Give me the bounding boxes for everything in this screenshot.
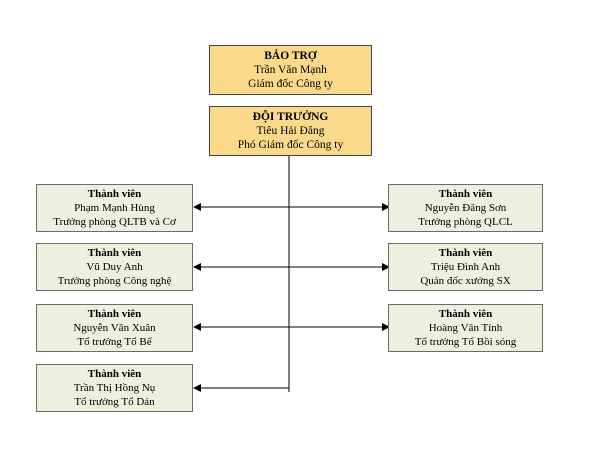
member-title: Trưởng phòng QLTB và Cơ (53, 216, 176, 228)
member-role: Thành viên (87, 188, 142, 200)
sponsor-title: Giám đốc Công ty (248, 78, 333, 90)
member-box-left-3: Thành viên Nguyễn Văn Xuân Tổ trưởng Tổ … (36, 304, 193, 352)
member-role: Thành viên (438, 188, 493, 200)
member-box-left-1: Thành viên Phạm Mạnh Hùng Trưởng phòng Q… (36, 184, 193, 232)
leader-title: Phó Giám đốc Công ty (237, 139, 344, 151)
member-title: Trưởng phòng QLCL (418, 216, 513, 228)
member-name: Trần Thị Hồng Nụ (73, 382, 156, 394)
member-role: Thành viên (87, 308, 142, 320)
member-box-left-4: Thành viên Trần Thị Hồng Nụ Tổ trưởng Tổ… (36, 364, 193, 412)
member-title: Trưởng phòng Công nghệ (57, 275, 172, 287)
member-box-right-2: Thành viên Triệu Đình Anh Quản đốc xưởng… (388, 243, 543, 291)
member-box-right-1: Thành viên Nguyễn Đăng Sơn Trưởng phòng … (388, 184, 543, 232)
leader-name: Tiêu Hải Đăng (256, 125, 325, 137)
member-role: Thành viên (438, 247, 493, 259)
member-box-left-2: Thành viên Vũ Duy Anh Trưởng phòng Công … (36, 243, 193, 291)
member-title: Quản đốc xưởng SX (420, 275, 511, 287)
sponsor-name: Trần Văn Mạnh (254, 64, 327, 76)
sponsor-role: BẢO TRỢ (264, 50, 317, 62)
member-role: Thành viên (438, 308, 493, 320)
leader-role: ĐỘI TRƯỞNG (252, 111, 329, 123)
member-name: Nguyễn Đăng Sơn (424, 202, 507, 214)
sponsor-box: BẢO TRỢ Trần Văn Mạnh Giám đốc Công ty (209, 45, 372, 95)
member-title: Tổ trưởng Tổ Bể (77, 336, 152, 348)
member-name: Vũ Duy Anh (86, 261, 143, 273)
member-name: Phạm Mạnh Hùng (74, 202, 155, 214)
member-role: Thành viên (87, 247, 142, 259)
member-role: Thành viên (87, 368, 142, 380)
member-name: Nguyễn Văn Xuân (73, 322, 156, 334)
member-name: Triệu Đình Anh (430, 261, 501, 273)
member-title: Tổ trưởng Tổ Bồi sóng (414, 336, 517, 348)
leader-box: ĐỘI TRƯỞNG Tiêu Hải Đăng Phó Giám đốc Cô… (209, 106, 372, 156)
member-box-right-3: Thành viên Hoàng Văn Tỉnh Tổ trưởng Tổ B… (388, 304, 543, 352)
member-title: Tổ trưởng Tổ Dán (74, 396, 155, 408)
member-name: Hoàng Văn Tỉnh (428, 322, 503, 334)
